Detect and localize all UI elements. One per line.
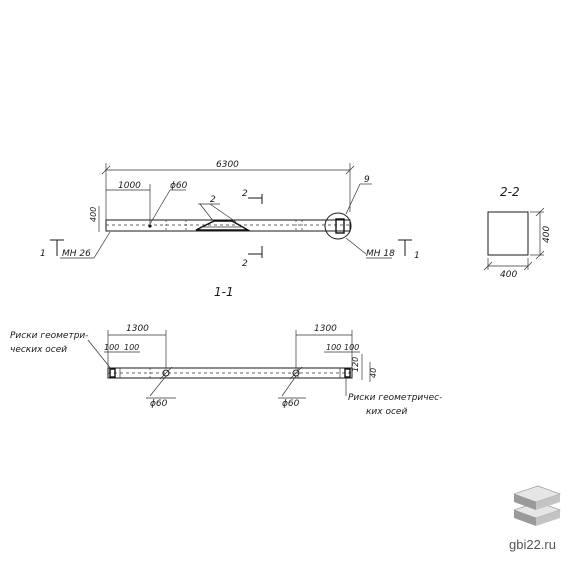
beam-outline	[105, 219, 351, 232]
section-height-label: 400	[542, 226, 552, 243]
embed-right-leader	[345, 237, 367, 255]
plan-hole-left-label: ϕ60	[150, 399, 168, 409]
plan-view: 1-1 1300 1300 100 100 100 100	[10, 285, 442, 417]
logo-layer-top-left	[514, 494, 536, 510]
leader-2b	[209, 203, 237, 223]
note-right-line1: Риски геометричес-	[348, 393, 442, 403]
site-logo	[513, 485, 561, 526]
plan-embed-left	[109, 368, 116, 378]
note-right-line2: ких осей	[366, 407, 407, 417]
plan-hole-left-leader	[149, 375, 167, 397]
logo-layer-bottom-right	[536, 510, 560, 526]
leader-2a	[199, 203, 215, 223]
plan-small-left-b: 100	[124, 343, 139, 352]
callout-2: 2	[210, 195, 216, 205]
plan-hole-right-cross	[289, 366, 303, 380]
plan-hole-right-label: ϕ60	[282, 399, 300, 409]
embed-left-label: МН 26	[62, 249, 91, 259]
leader-hole	[149, 189, 171, 225]
plan-small-right-a: 100	[326, 343, 341, 352]
leader-9	[345, 183, 361, 215]
left-height-label: 400	[89, 207, 98, 222]
plan-hole-right-leader	[281, 375, 297, 397]
plan-small-right-b: 100	[344, 343, 359, 352]
plan-small-left-a: 100	[104, 343, 119, 352]
plan-hole-left-cross	[159, 366, 173, 380]
dim-offset-1000: 1000	[118, 181, 141, 191]
dim-overall-length: 6300	[216, 160, 239, 170]
cut-mark-right: 1	[414, 251, 420, 261]
plan-title: 1-1	[214, 285, 234, 299]
cut-mark-left: 1	[40, 249, 46, 259]
note-left-leader	[87, 339, 113, 371]
hole-mark	[148, 224, 152, 228]
section-2-2: 2-2 400 400	[483, 185, 552, 280]
callout-9: 9	[364, 175, 370, 185]
detail-circle	[324, 212, 352, 240]
tick-width-left	[483, 261, 493, 271]
tick-right	[345, 165, 355, 175]
section-mark-top: 2	[242, 189, 248, 199]
plan-vert-40: 40	[369, 368, 378, 378]
logo-layer-bottom-left	[514, 510, 536, 526]
note-left-line2: ческих осей	[10, 345, 67, 355]
plan-vert-120: 120	[351, 357, 360, 372]
plan-dim-right: 1300	[314, 324, 337, 334]
section-mark-bottom: 2	[242, 259, 248, 269]
end-embed	[335, 218, 345, 234]
tick-left	[101, 165, 111, 175]
tick-height-top	[535, 207, 545, 217]
plan-embed-right	[344, 368, 351, 378]
section-title: 2-2	[500, 185, 520, 199]
hole-dia-label: ϕ60	[170, 181, 188, 191]
section-width-label: 400	[500, 270, 517, 280]
embed-left-leader	[93, 231, 111, 259]
tick-width-right	[523, 261, 533, 271]
note-left-line1: Риски геометри-	[10, 331, 89, 341]
lifting-loop	[195, 220, 251, 231]
section-square	[487, 211, 529, 256]
plan-dim-left: 1300	[126, 324, 149, 334]
logo-layer-top-right	[536, 494, 560, 510]
embed-right-label: МН 18	[366, 249, 395, 259]
tick-height-bottom	[535, 250, 545, 260]
site-watermark: gbi22.ru	[509, 537, 556, 552]
elevation-view: 6300 1000 ϕ60 400 2 2 2	[40, 160, 420, 269]
